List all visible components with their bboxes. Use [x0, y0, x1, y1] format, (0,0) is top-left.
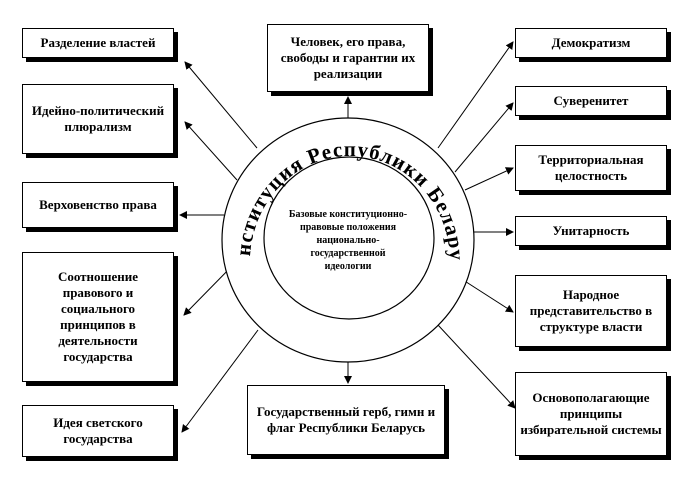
- connector-arrows: [179, 41, 516, 433]
- box-ideyno-plyuralizm: Идейно-политический плюрализм: [22, 84, 174, 154]
- box-narodnoe-predstavitelstvo: Народное представительство в структуре в…: [515, 275, 667, 347]
- box-chelovek-prava: Человек, его права, свободы и гарантии и…: [267, 24, 429, 92]
- box-gosudarstvennyy-gerb: Государственный герб, гимн и флаг Респуб…: [247, 385, 445, 455]
- box-demokratizm: Демократизм: [515, 28, 667, 58]
- box-sootnoshenie-principov: Соотношение правового и социального прин…: [22, 252, 174, 382]
- arrow-to-suverenitet: [454, 102, 514, 173]
- arrow-to-svetskoe: [181, 329, 259, 433]
- box-verkhovenstvo-prava: Верховенство права: [22, 182, 174, 228]
- box-unitarnost: Унитарность: [515, 216, 667, 246]
- box-svetskoe-gosudarstvo: Идея светского государства: [22, 405, 174, 457]
- box-territorialnaya-celostnost: Территориальная целостность: [515, 145, 667, 191]
- arrow-to-demokratizm: [437, 41, 514, 149]
- arrow-to-osnovopolag: [437, 324, 516, 409]
- box-osnovopolagayushchie-principy: Основополагающие принципы избирательной …: [515, 372, 667, 456]
- arrow-to-narodnoe: [459, 277, 514, 313]
- center-label: Базовые конституционно-правовые положени…: [288, 208, 408, 272]
- arrow-to-ideyno: [184, 121, 238, 181]
- arrow-to-territorial: [464, 167, 514, 191]
- box-suverenitet: Суверенитет: [515, 86, 667, 116]
- inner-circle: [263, 156, 435, 320]
- box-razdelenie-vlastey: Разделение властей: [22, 28, 174, 58]
- arrow-to-razdelenie: [184, 61, 258, 149]
